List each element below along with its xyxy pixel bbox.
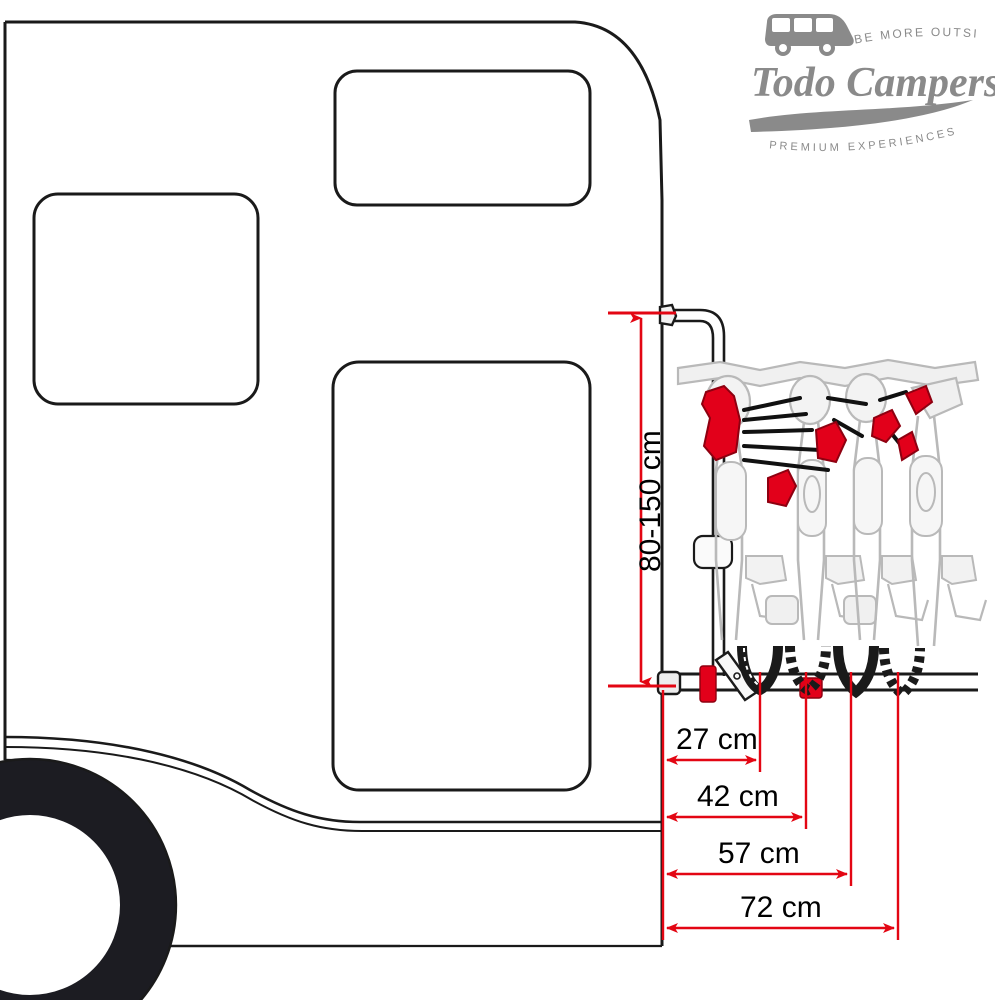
wheel bbox=[0, 757, 178, 1000]
dimension-lines bbox=[608, 311, 900, 940]
bike-4 bbox=[909, 376, 988, 647]
brand-logo: BE MORE OUTSIDE Todo Campers PREMIUM EXP… bbox=[740, 0, 1000, 163]
bike-3 bbox=[844, 372, 930, 641]
dimension-label-27: 27 cm bbox=[676, 723, 758, 756]
extension-lines bbox=[661, 672, 900, 940]
upper-window bbox=[333, 69, 592, 207]
brand-name: Todo Campers bbox=[751, 60, 995, 106]
red-clamp-group bbox=[700, 384, 934, 508]
brand-swoosh bbox=[749, 100, 973, 132]
dimension-label-72: 72 cm bbox=[740, 891, 822, 924]
dimension-label-57: 57 cm bbox=[718, 837, 800, 870]
wheel-holder-group bbox=[737, 645, 925, 701]
left-window bbox=[32, 192, 260, 406]
dimension-height bbox=[608, 311, 676, 688]
dimension-label-42: 42 cm bbox=[697, 780, 779, 813]
camper-van-icon bbox=[765, 14, 854, 56]
dimension-label-height: 80-150 cm bbox=[634, 430, 667, 572]
rear-door-panel bbox=[331, 360, 592, 792]
brand-logo-svg: BE MORE OUTSIDE Todo Campers PREMIUM EXP… bbox=[740, 0, 1000, 154]
